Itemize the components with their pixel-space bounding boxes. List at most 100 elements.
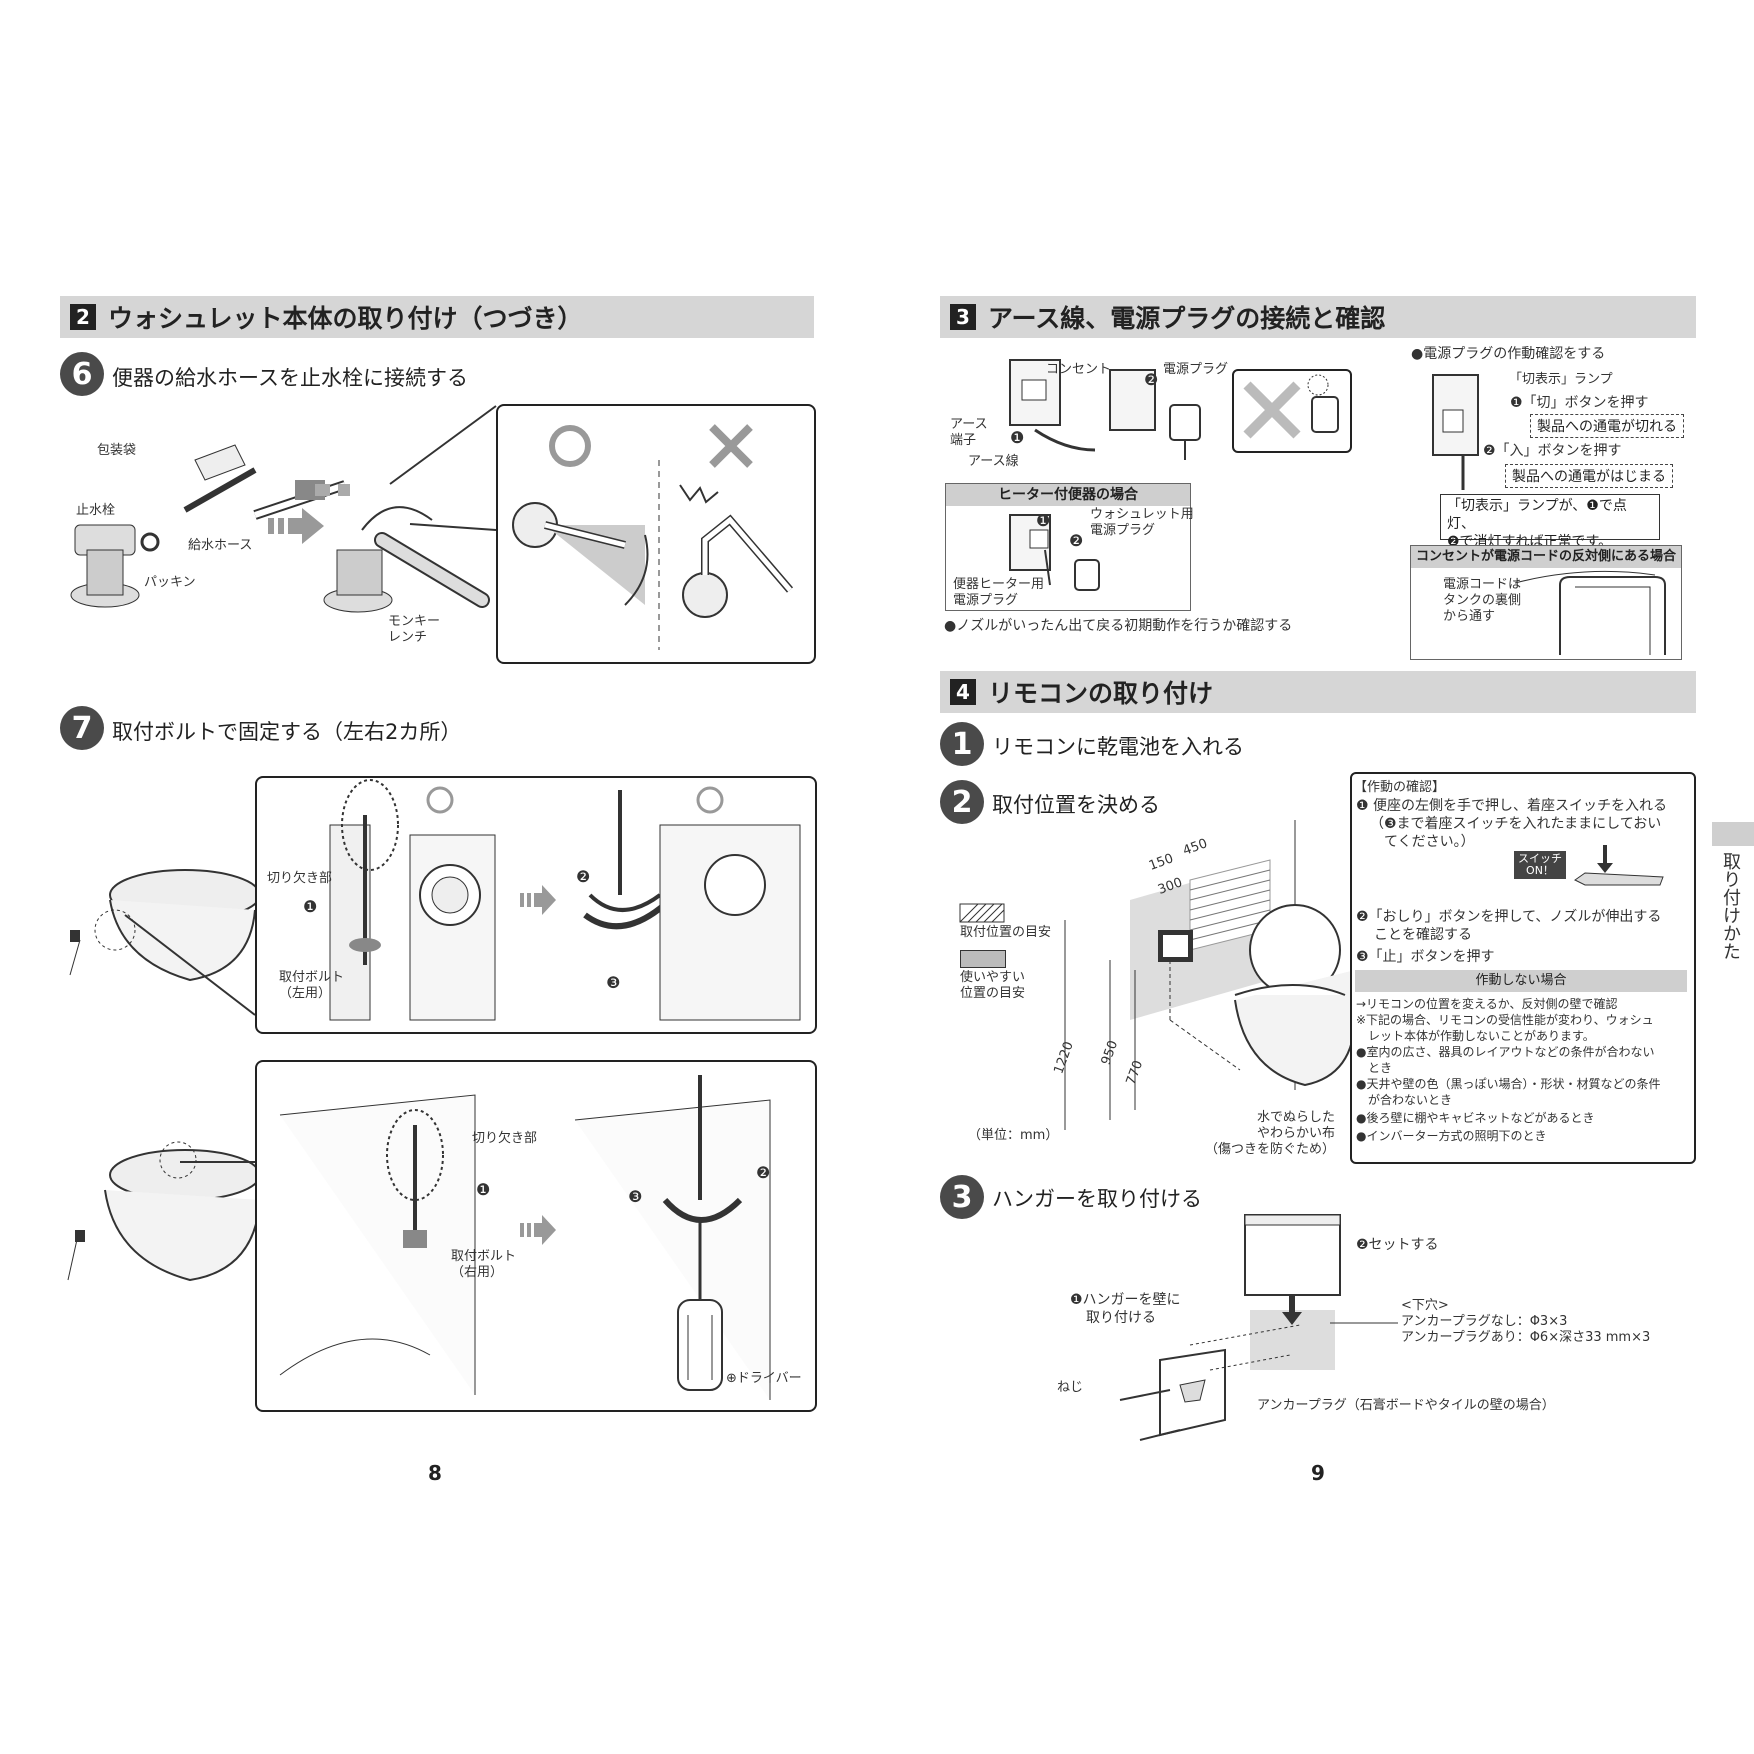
pilot-hole-heading: <下穴> [1401,1298,1449,1313]
label-packing: パッキン [144,575,196,590]
zoom-callout-line-1 [124,914,256,1016]
label-lamp: 「切表示」ランプ [1509,372,1613,387]
section-header-earth: 3 アース線、電源プラグの接続と確認 [940,296,1696,338]
confirm-step2: ❷「おしり」ボタンを押して、ノズルが伸出する ことを確認する [1356,908,1661,944]
section-number: 3 [950,304,976,330]
toilet-with-wall-illustration [1234,820,1356,1090]
label-bolt-right-line1: 取付ボルト [451,1249,517,1264]
ng-cross-icon [1243,381,1301,439]
switch-line2: ON！ [1526,864,1554,877]
reverse-outlet-box: コンセントが電源コードの反対側にある場合 [1410,545,1682,660]
normal-line1: 「切表示」ランプが、❶で点灯、 [1447,498,1627,532]
label-wrench-line2: レンチ [388,630,428,645]
pilot-hole-anchor: アンカープラグあり：Φ6×深さ33 mm×3 [1401,1330,1651,1345]
legend-install-position: 取付位置の目安 [960,925,1052,940]
wrench-illustration [323,506,490,613]
label-earth-terminal-line2: 端子 [950,433,977,448]
left-bolt-before [329,779,496,1021]
section-title: ウォシュレット本体の取り付け（つづき） [108,304,583,333]
unit-label: （単位：mm） [968,1128,1059,1143]
label-earth-terminal: アース 端子 [950,417,988,449]
section-number: 4 [950,679,976,705]
hanger-line1: ❶ハンガーを壁に [1070,1292,1181,1308]
heater-box: ヒーター付便器の場合 [945,483,1191,611]
legend-easy-line2: 位置の目安 [960,986,1026,1001]
section-number: 2 [70,304,96,330]
ng-bullet-2a: ●天井や壁の色（黒っぽい場合）・形状・材質などの条件 [1356,1077,1661,1091]
label-power-plug: 電源プラグ [1163,362,1229,377]
step-title-7: 取付ボルトで固定する（左右2カ所） [112,720,462,744]
section-header-remote: 4 リモコンの取り付け [940,671,1696,713]
section-title: リモコンの取り付け [988,679,1214,708]
outlet-earth-illustration [1009,359,1096,452]
pilot-hole-info: <下穴> アンカープラグなし：Φ3×3 アンカープラグあり：Φ6×深さ33 mm… [1401,1298,1650,1346]
ng-bullet-4: ●インバーター方式の照明下のとき [1356,1129,1547,1143]
label-notch-right: 切り欠き部 [472,1131,538,1146]
marker-1-right: ❶ [476,1180,491,1199]
legend-gray-swatch [960,950,1006,968]
label-earth-terminal-line1: アース [950,417,988,432]
seat-press-illustration [1574,845,1664,886]
ng-item-2b: レット本体が作動しないことがあります。 [1368,1029,1595,1043]
ng-item-2a: ※下記の場合、リモコンの受信性能が変わり、ウォシュ [1356,1013,1654,1027]
arrow-right-icon [268,508,324,544]
cloth-label: 水でぬらした やわらかい布 （傷つきを防ぐため） [1205,1110,1335,1158]
label-heater-plug-line2: 電源プラグ [953,593,1019,608]
ng-bullet-1b: とき [1368,1061,1393,1075]
reverse-text: 電源コードは タンクの裏側 から通す [1443,577,1521,625]
reverse-text-line1: 電源コードは [1443,577,1522,592]
cloth-line1: 水でぬらした [1257,1110,1336,1125]
set-label: ❷セットする [1356,1237,1439,1253]
step-number-3: 3 [940,1175,984,1219]
zoom-callout-line-2 [180,1161,256,1163]
hanger-line2: 取り付ける [1086,1310,1156,1326]
legend-hatched-swatch [959,903,1005,923]
label-stopcock: 止水栓 [76,503,116,518]
on-result: 製品への通電がはじまる [1505,464,1673,488]
ng-bullet-3: ●後ろ壁に棚やキャビネットなどがあるとき [1356,1111,1595,1125]
label-notch-left: 切り欠き部 [267,871,333,886]
step-title-1: リモコンに乾電池を入れる [992,735,1244,759]
label-bolt-right-line2: （右用） [451,1265,504,1280]
marker-3-left: ❸ [606,973,621,992]
nozzle-note: ●ノズルがいったん出て戻る初期動作を行うか確認する [944,618,1293,634]
label-bolt-right: 取付ボルト （右用） [451,1249,516,1281]
switch-line1: スイッチ [1518,852,1562,865]
section-header-washlet: 2 ウォシュレット本体の取り付け（つづき） [60,296,814,338]
marker-h1: ❶ [1036,511,1051,530]
label-washlet-plug-line2: 電源プラグ [1090,523,1156,538]
off-result: 製品への通電が切れる [1530,414,1684,438]
not-working-list: →リモコンの位置を変えるか、反対側の壁で確認 ※下記の場合、リモコンの受信性能が… [1356,996,1660,1144]
marker-3-right: ❸ [628,1187,643,1206]
label-bag: 包装袋 [97,443,137,458]
cloth-line2: やわらかい布 [1257,1126,1336,1141]
wall-dimension-illustration [1064,859,1271,1130]
label-bolt-left-line2: （左用） [279,986,332,1001]
plug-insert-illustration [1109,369,1201,460]
label-heater-plug: 便器ヒーター用 電源プラグ [953,577,1044,609]
tank-back-illustration [1514,570,1666,655]
marker-1: ❶ [1010,428,1025,447]
pilot-hole-no-anchor: アンカープラグなし：Φ3×3 [1401,1314,1568,1329]
on-button-step: ❷「入」ボタンを押す [1483,443,1622,459]
label-heater-plug-line1: 便器ヒーター用 [953,577,1045,592]
marker-2-right: ❷ [756,1163,771,1182]
plug-check-title: ●電源プラグの作動確認をする [1411,346,1606,362]
label-earth-wire: アース線 [968,454,1019,469]
left-bolt-after [583,786,801,1021]
legend-easy-position: 使いやすい 位置の目安 [960,970,1025,1002]
confirm-step1-line3: てください。） [1384,834,1475,850]
label-bolt-left-line1: 取付ボルト [279,970,345,985]
ng-bullet-2b: が合わないとき [1368,1093,1453,1107]
side-tab [1712,822,1754,846]
marker-2-left: ❷ [576,867,591,886]
page-number-right: 9 [1311,1461,1325,1485]
step-title-6: 便器の給水ホースを止水栓に接続する [112,366,468,390]
hose-connection-illustration [70,444,350,608]
reverse-text-line2: タンクの裏側 [1443,593,1522,608]
cloth-line3: （傷つきを防ぐため） [1205,1142,1336,1157]
side-tab-label: 取り付けかた [1720,852,1741,960]
operation-confirm-box [1350,772,1696,1164]
label-outlet: コンセント [1046,362,1112,377]
toilet-illustration-right [67,1141,261,1282]
